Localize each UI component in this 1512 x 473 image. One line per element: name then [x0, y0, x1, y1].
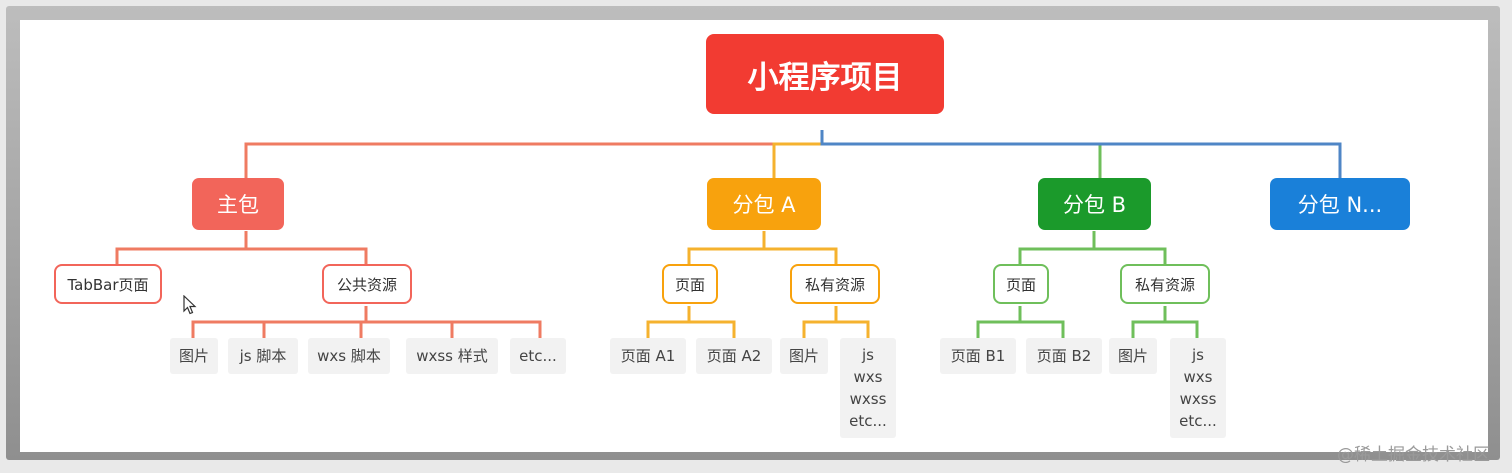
connector-root-n — [820, 130, 1342, 189]
leaf-wxss-style[interactable]: wxss 样式 — [406, 338, 498, 374]
sub-tabbar-pages[interactable]: TabBar页面 — [54, 264, 162, 304]
sub-tabbar-pages-label: TabBar页面 — [67, 275, 149, 294]
leaf-page-a1[interactable]: 页面 A1 — [610, 338, 686, 374]
leaf-a-code-files[interactable]: js wxs wxss etc... — [840, 338, 896, 438]
branch-main-label: 主包 — [217, 193, 259, 217]
leaf-wxs-script[interactable]: wxs 脚本 — [308, 338, 390, 374]
leaf-page-b2[interactable]: 页面 B2 — [1026, 338, 1102, 374]
sub-a-pages[interactable]: 页面 — [662, 264, 718, 304]
branch-a-label: 分包 A — [732, 193, 796, 217]
sub-b-private-resources[interactable]: 私有资源 — [1120, 264, 1210, 304]
leaf-line: wxss — [1179, 390, 1217, 408]
leaf-line: etc... — [1179, 412, 1217, 430]
leaf-b-code-files[interactable]: js wxs wxss etc... — [1170, 338, 1226, 438]
root-label: 小程序项目 — [747, 59, 903, 96]
leaf-label: 图片 — [178, 347, 209, 365]
leaf-line: js — [1192, 346, 1204, 364]
leaf-b-image[interactable]: 图片 — [1109, 338, 1157, 374]
sub-b-pages[interactable]: 页面 — [993, 264, 1049, 304]
leaf-page-a2[interactable]: 页面 A2 — [696, 338, 772, 374]
sub-public-resources[interactable]: 公共资源 — [322, 264, 412, 304]
connector-a-page-leaves — [646, 306, 736, 342]
leaf-etc[interactable]: etc... — [510, 338, 566, 374]
branch-main[interactable]: 主包 — [192, 178, 284, 230]
connector-public-leaves — [191, 306, 542, 346]
mindmap-canvas: 小程序项目 主包 分包 A 分包 B 分包 N... TabBar页面 公共资源… — [20, 20, 1488, 452]
sub-public-resources-label: 公共资源 — [336, 275, 397, 294]
leaf-page-b1[interactable]: 页面 B1 — [940, 338, 1016, 374]
leaf-label: wxss 样式 — [416, 347, 488, 365]
leaf-js-script[interactable]: js 脚本 — [228, 338, 298, 374]
connector-b-page-leaves — [976, 306, 1065, 342]
leaf-image[interactable]: 图片 — [170, 338, 218, 374]
sub-a-private-resources[interactable]: 私有资源 — [790, 264, 880, 304]
root-node[interactable]: 小程序项目 — [706, 34, 944, 114]
leaf-label: wxs 脚本 — [317, 347, 381, 365]
branch-b[interactable]: 分包 B — [1038, 178, 1151, 230]
connector-b-subs — [1018, 231, 1167, 278]
branch-n[interactable]: 分包 N... — [1270, 178, 1410, 230]
connector-main-subs — [115, 231, 368, 278]
leaf-line: wxs — [853, 368, 883, 386]
leaf-label: 页面 A1 — [620, 347, 676, 365]
branch-a[interactable]: 分包 A — [707, 178, 821, 230]
watermark: @稀土掘金技术社区 — [1337, 445, 1490, 465]
sub-a-private-resources-label: 私有资源 — [804, 275, 865, 294]
leaf-label: 页面 B2 — [1036, 347, 1092, 365]
leaf-line: wxs — [1183, 368, 1213, 386]
leaf-label: etc... — [519, 347, 557, 365]
branch-n-label: 分包 N... — [1297, 193, 1383, 217]
sub-b-private-resources-label: 私有资源 — [1134, 275, 1195, 294]
leaf-label: 图片 — [788, 347, 819, 365]
connector-b-private-leaves — [1131, 306, 1199, 342]
sub-a-pages-label: 页面 — [674, 275, 705, 294]
connector-a-subs — [687, 231, 838, 278]
leaf-label: 页面 B1 — [950, 347, 1006, 365]
connector-a-private-leaves — [802, 306, 870, 342]
leaf-line: wxss — [849, 390, 887, 408]
sub-b-pages-label: 页面 — [1005, 275, 1036, 294]
leaf-line: js — [862, 346, 874, 364]
mouse-cursor-icon — [183, 295, 197, 315]
branch-b-label: 分包 B — [1062, 193, 1127, 217]
leaf-line: etc... — [849, 412, 887, 430]
leaf-label: js 脚本 — [239, 347, 287, 365]
connector-lines — [115, 130, 1342, 346]
leaf-a-image[interactable]: 图片 — [780, 338, 828, 374]
leaf-label: 图片 — [1117, 347, 1148, 365]
leaf-label: 页面 A2 — [706, 347, 762, 365]
